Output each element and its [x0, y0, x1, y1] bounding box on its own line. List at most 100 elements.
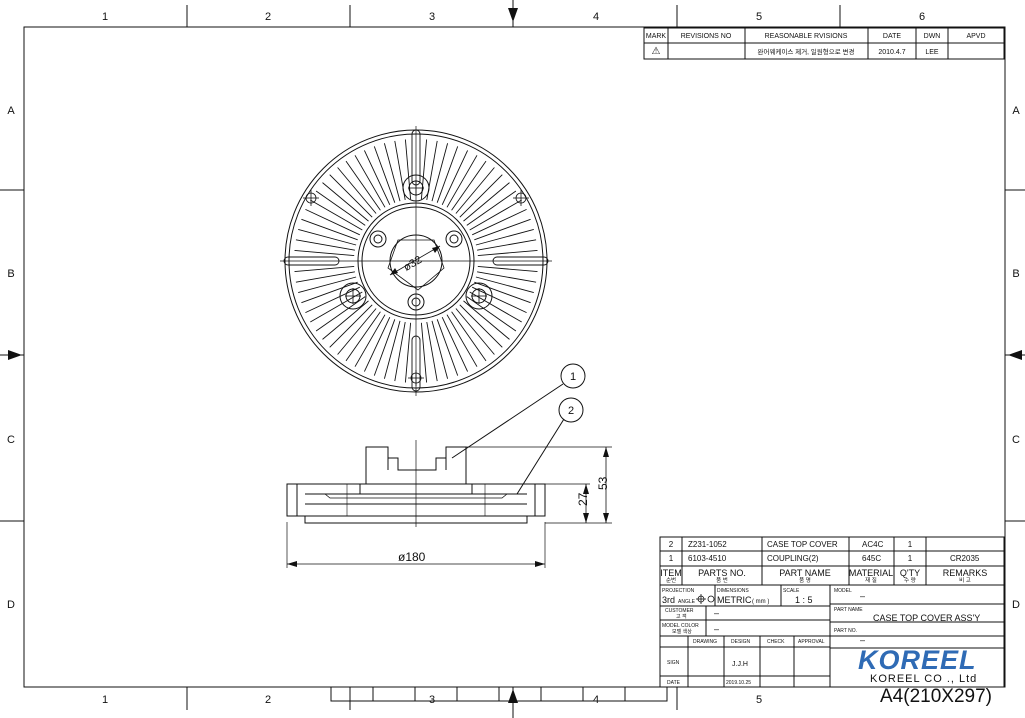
- cooling-fin: [431, 320, 449, 379]
- cooling-fin: [446, 314, 478, 367]
- zone-row-b-right: B: [1012, 268, 1019, 280]
- cooling-fin: [295, 239, 355, 251]
- rev-header-apvd: APVD: [966, 33, 985, 40]
- zone-col-6-top: 6: [919, 11, 925, 23]
- cooling-fin: [474, 218, 531, 241]
- zone-row-c-left: C: [7, 434, 15, 446]
- cooling-fin: [475, 228, 534, 246]
- bom-row1-material: 645C: [862, 554, 881, 563]
- bom-row1-qty: 1: [908, 554, 913, 563]
- customer-kr: 고 객: [676, 613, 687, 620]
- cooling-fin: [469, 291, 522, 323]
- cooling-fin: [426, 322, 438, 382]
- cooling-fin: [463, 300, 510, 340]
- zone-col-2-bottom: 2: [265, 694, 271, 706]
- model-color-kr: 모델 색상: [672, 628, 692, 635]
- bom-row1-item: 1: [669, 554, 674, 563]
- bom-header-material-kr: 재 질: [865, 576, 877, 584]
- bom-header-material: MATERIAL: [849, 568, 893, 578]
- part-no-label: PART NO.: [834, 628, 857, 634]
- cooling-fin: [373, 146, 396, 203]
- dimensions-label: DIMENSIONS: [717, 588, 749, 594]
- bom-row1-name: COUPLING(2): [767, 554, 819, 563]
- revision-table: [643, 27, 1005, 60]
- cooling-fin: [455, 167, 495, 214]
- projection-value: 3rd: [662, 595, 675, 605]
- cooling-fin: [298, 228, 357, 246]
- rev-header-date: DATE: [883, 33, 901, 40]
- cooling-fin: [475, 276, 534, 294]
- cooling-fin: [315, 296, 366, 332]
- cooling-fin: [472, 208, 527, 236]
- projection-label: PROJECTION: [662, 588, 695, 594]
- company-name: KOREEL CO ., Ltd: [870, 673, 978, 685]
- cooling-fin: [431, 143, 449, 202]
- part-name-label: PART NAME: [834, 607, 863, 613]
- bom-row2-item: 2: [669, 540, 674, 549]
- cooling-fin: [466, 190, 517, 226]
- cooling-fin: [477, 265, 538, 273]
- cooling-fin: [305, 208, 360, 236]
- cooling-fin: [294, 265, 355, 273]
- zone-row-c-right: C: [1012, 434, 1020, 446]
- cooling-fin: [337, 308, 377, 355]
- rev-header-dwn: DWN: [924, 33, 941, 40]
- cooling-fin: [354, 155, 386, 208]
- zone-col-3-bottom: 3: [429, 694, 435, 706]
- zone-col-1-bottom: 1: [102, 694, 108, 706]
- cooling-fin: [305, 286, 360, 314]
- dimensions-unit: ( mm ): [752, 599, 769, 605]
- cooling-fin: [345, 311, 381, 362]
- cooling-fin: [394, 322, 406, 382]
- cooling-fin: [420, 322, 428, 383]
- cooling-fin: [345, 160, 381, 211]
- zone-col-1-top: 1: [102, 11, 108, 23]
- bom-header-qty: Q'TY: [900, 568, 920, 578]
- model-value: –: [860, 591, 865, 601]
- cooling-fin: [301, 218, 358, 241]
- cooling-fin: [436, 319, 459, 376]
- cooling-fin: [383, 143, 401, 202]
- bom-row1-remarks: CR2035: [950, 554, 980, 563]
- bottom-scale-boxes: [330, 686, 668, 702]
- model-color-value: –: [714, 624, 719, 634]
- cooling-fin: [441, 150, 469, 205]
- bom-row2-partno: Z231-1052: [688, 540, 727, 549]
- width-dim: ø180: [398, 550, 426, 564]
- balloon-1: 1: [570, 371, 576, 383]
- cooling-fin: [322, 182, 369, 222]
- design-label: DESIGN: [731, 639, 751, 645]
- zone-col-5-top: 5: [756, 11, 762, 23]
- cooling-fin: [363, 150, 391, 205]
- cooling-fin: [337, 167, 377, 214]
- zone-col-3-top: 3: [429, 11, 435, 23]
- cooling-fin: [459, 304, 503, 348]
- rev-mark-icon: ⚠: [652, 46, 661, 57]
- cooling-fin: [436, 146, 459, 203]
- rev-dwn: LEE: [925, 49, 939, 56]
- cooling-fin: [329, 174, 373, 218]
- cooling-fin: [310, 199, 363, 231]
- projection-symbol-icon: [696, 594, 715, 604]
- cooling-fin: [459, 174, 503, 218]
- customer-value: –: [714, 608, 719, 618]
- zone-col-4-top: 4: [593, 11, 599, 23]
- cooling-fin: [315, 190, 366, 226]
- cooling-fin: [383, 320, 401, 379]
- zone-col-2-top: 2: [265, 11, 271, 23]
- cooling-fin: [466, 296, 517, 332]
- bom-header-item-kr: 순번: [666, 576, 676, 584]
- rev-header-reason: REASONABLE RVISIONS: [765, 33, 848, 40]
- cooling-fin: [455, 308, 495, 355]
- sheet-size: A4(210X297): [880, 686, 992, 707]
- cooling-fin: [298, 276, 357, 294]
- cooling-fin: [404, 139, 412, 200]
- cooling-fin: [446, 155, 478, 208]
- bom-header-item: ITEM: [660, 568, 682, 578]
- design-date: 2019.10.25: [726, 680, 751, 686]
- cooling-fin: [477, 271, 537, 283]
- drawing-label: DRAWING: [693, 639, 717, 645]
- zone-row-d-left: D: [7, 599, 15, 611]
